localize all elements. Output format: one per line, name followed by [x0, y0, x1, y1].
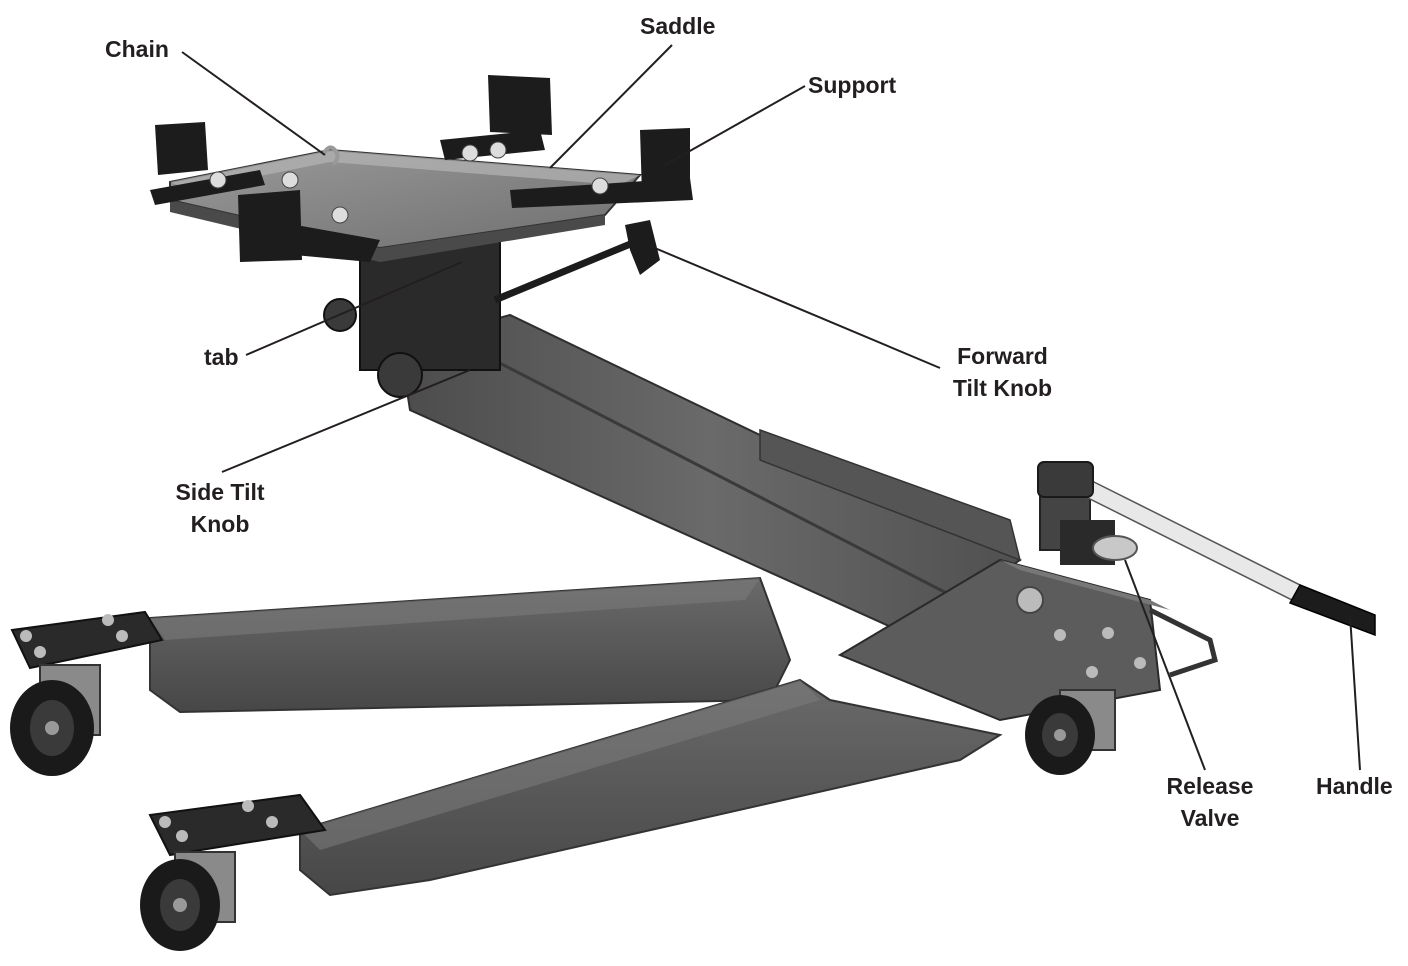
- label-chain: Chain: [105, 36, 169, 62]
- label-support: Support: [808, 72, 897, 98]
- label-saddle: Saddle: [640, 13, 716, 39]
- label-side-tilt-knob-line2: Knob: [190, 511, 250, 537]
- pump-body: [837, 469, 1218, 775]
- leader-tab: [245, 261, 463, 356]
- leader-forward-tilt-knob: [649, 245, 941, 369]
- tilt-mechanism: [323, 220, 660, 398]
- label-forward-tilt-knob-line2: Tilt Knob: [952, 375, 1053, 401]
- leader-support: [664, 85, 806, 166]
- right-base-leg: [140, 678, 1003, 951]
- pump-handle: [1037, 461, 1376, 637]
- leader-chain: [181, 51, 326, 156]
- label-side-tilt-knob: Side Tilt Knob: [160, 476, 280, 540]
- left-base-leg: [10, 576, 792, 776]
- leader-side-tilt-knob: [221, 369, 471, 473]
- label-release-valve-line2: Valve: [1180, 805, 1240, 831]
- label-release-valve-line1: Release: [1166, 773, 1254, 799]
- label-forward-tilt-knob-line1: Forward: [957, 343, 1048, 369]
- label-tab: tab: [204, 344, 239, 370]
- leader-saddle: [549, 44, 673, 169]
- label-release-valve: Release Valve: [1155, 770, 1265, 834]
- saddle-plate: [150, 75, 693, 262]
- leader-handle: [1349, 614, 1361, 771]
- label-forward-tilt-knob: Forward Tilt Knob: [940, 340, 1065, 404]
- leader-lines: [181, 44, 1361, 771]
- label-handle: Handle: [1316, 773, 1393, 799]
- label-side-tilt-knob-line1: Side Tilt: [175, 479, 265, 505]
- leader-release-valve: [1124, 559, 1206, 771]
